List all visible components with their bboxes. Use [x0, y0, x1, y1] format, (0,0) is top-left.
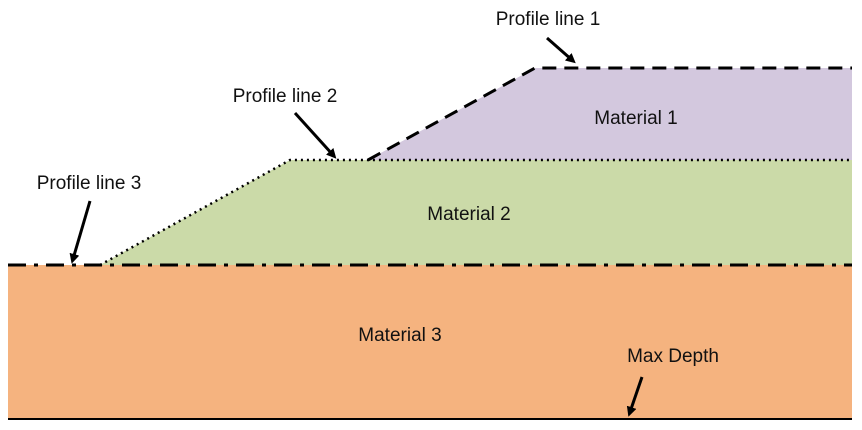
arrow-profile-line-1	[546, 36, 576, 64]
profile-line-3-label: Profile line 3	[37, 173, 142, 194]
arrow-max-depth	[626, 376, 644, 417]
profile-line-2	[99, 158, 852, 267]
material-2-label: Material 2	[427, 204, 510, 225]
material-1-label: Material 1	[594, 108, 677, 129]
material-3-label: Material 3	[358, 325, 441, 346]
material-1-region	[368, 68, 852, 160]
material-2-region	[100, 160, 852, 265]
profile-line-2-label: Profile line 2	[233, 86, 338, 107]
profile-line-1-label: Profile line 1	[496, 9, 601, 30]
arrow-profile-line-2	[293, 111, 337, 159]
arrow-profile-line-3	[69, 200, 92, 264]
profile-line-1	[367, 66, 852, 162]
max-depth-label: Max Depth	[627, 346, 719, 367]
